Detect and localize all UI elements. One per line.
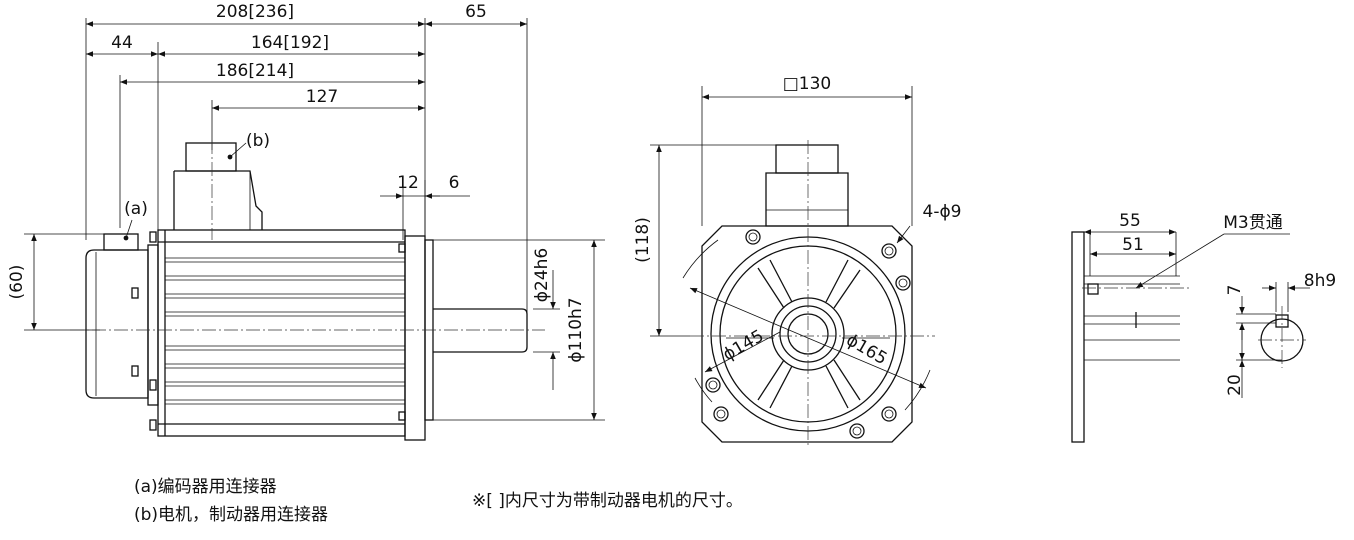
dim-flange-offset: 44 (111, 33, 133, 53)
legend-power-connector: (b)电机，制动器用连接器 (134, 505, 329, 525)
dim-encoder-height: (60) (7, 265, 27, 300)
dim-square: □130 (783, 74, 832, 94)
dim-shaft-length: 65 (465, 2, 487, 22)
shaft-detail-flange (1071, 231, 1085, 443)
motor-body (157, 229, 406, 437)
dim-flange-thickness: 12 (397, 173, 419, 193)
shaft-detail-dim-lines (1084, 229, 1290, 289)
dim-connector-to-flange: 127 (306, 87, 338, 107)
dim-key-depth: 7 (1225, 285, 1245, 296)
side-dimension-lines (31, 21, 597, 420)
power-connector (173, 142, 263, 230)
dim-key-length: 55 (1119, 211, 1141, 231)
dim-spigot-diameter: ϕ110h7 (566, 297, 586, 362)
dim-overall-length: 208[236] (216, 2, 294, 22)
front-connector (765, 144, 849, 227)
front-dimension-lines (656, 94, 912, 336)
side-extension-lines (24, 18, 605, 421)
dim-key-height: 20 (1225, 374, 1245, 396)
side-view (24, 18, 605, 441)
dim-key-length-inner: 51 (1122, 235, 1144, 255)
legend-encoder-connector: (a)编码器用连接器 (134, 477, 277, 497)
dim-bolt-circle: ϕ145 (720, 326, 768, 365)
callout-power-connector: (b) (246, 131, 270, 151)
shaft-detail (1071, 229, 1310, 443)
dim-encoder-to-flange: 186[214] (216, 61, 294, 81)
motor-flange (398, 235, 434, 441)
callout-encoder-connector: (a) (124, 199, 148, 219)
front-extension-lines (650, 86, 913, 337)
dim-spigot-depth: 6 (449, 173, 460, 193)
motor-fins (165, 257, 405, 405)
dim-key-width: 8h9 (1304, 271, 1336, 291)
shaft-end-dims (1236, 282, 1310, 398)
dim-connector-height: (118) (633, 217, 653, 263)
front-view (650, 86, 935, 448)
encoder-cover (85, 231, 159, 431)
dim-thread: M3贯通 (1223, 213, 1282, 233)
callout-leaders (123, 142, 247, 241)
brake-size-remark: ※[ ]内尺寸为带制动器电机的尺寸。 (472, 491, 743, 511)
front-flange-outline (701, 225, 913, 443)
motor-shaft (433, 308, 528, 353)
dim-holes: 4-ϕ9 (923, 202, 962, 222)
dim-shaft-diameter: ϕ24h6 (532, 248, 552, 302)
dim-body-length: 164[192] (251, 33, 329, 53)
